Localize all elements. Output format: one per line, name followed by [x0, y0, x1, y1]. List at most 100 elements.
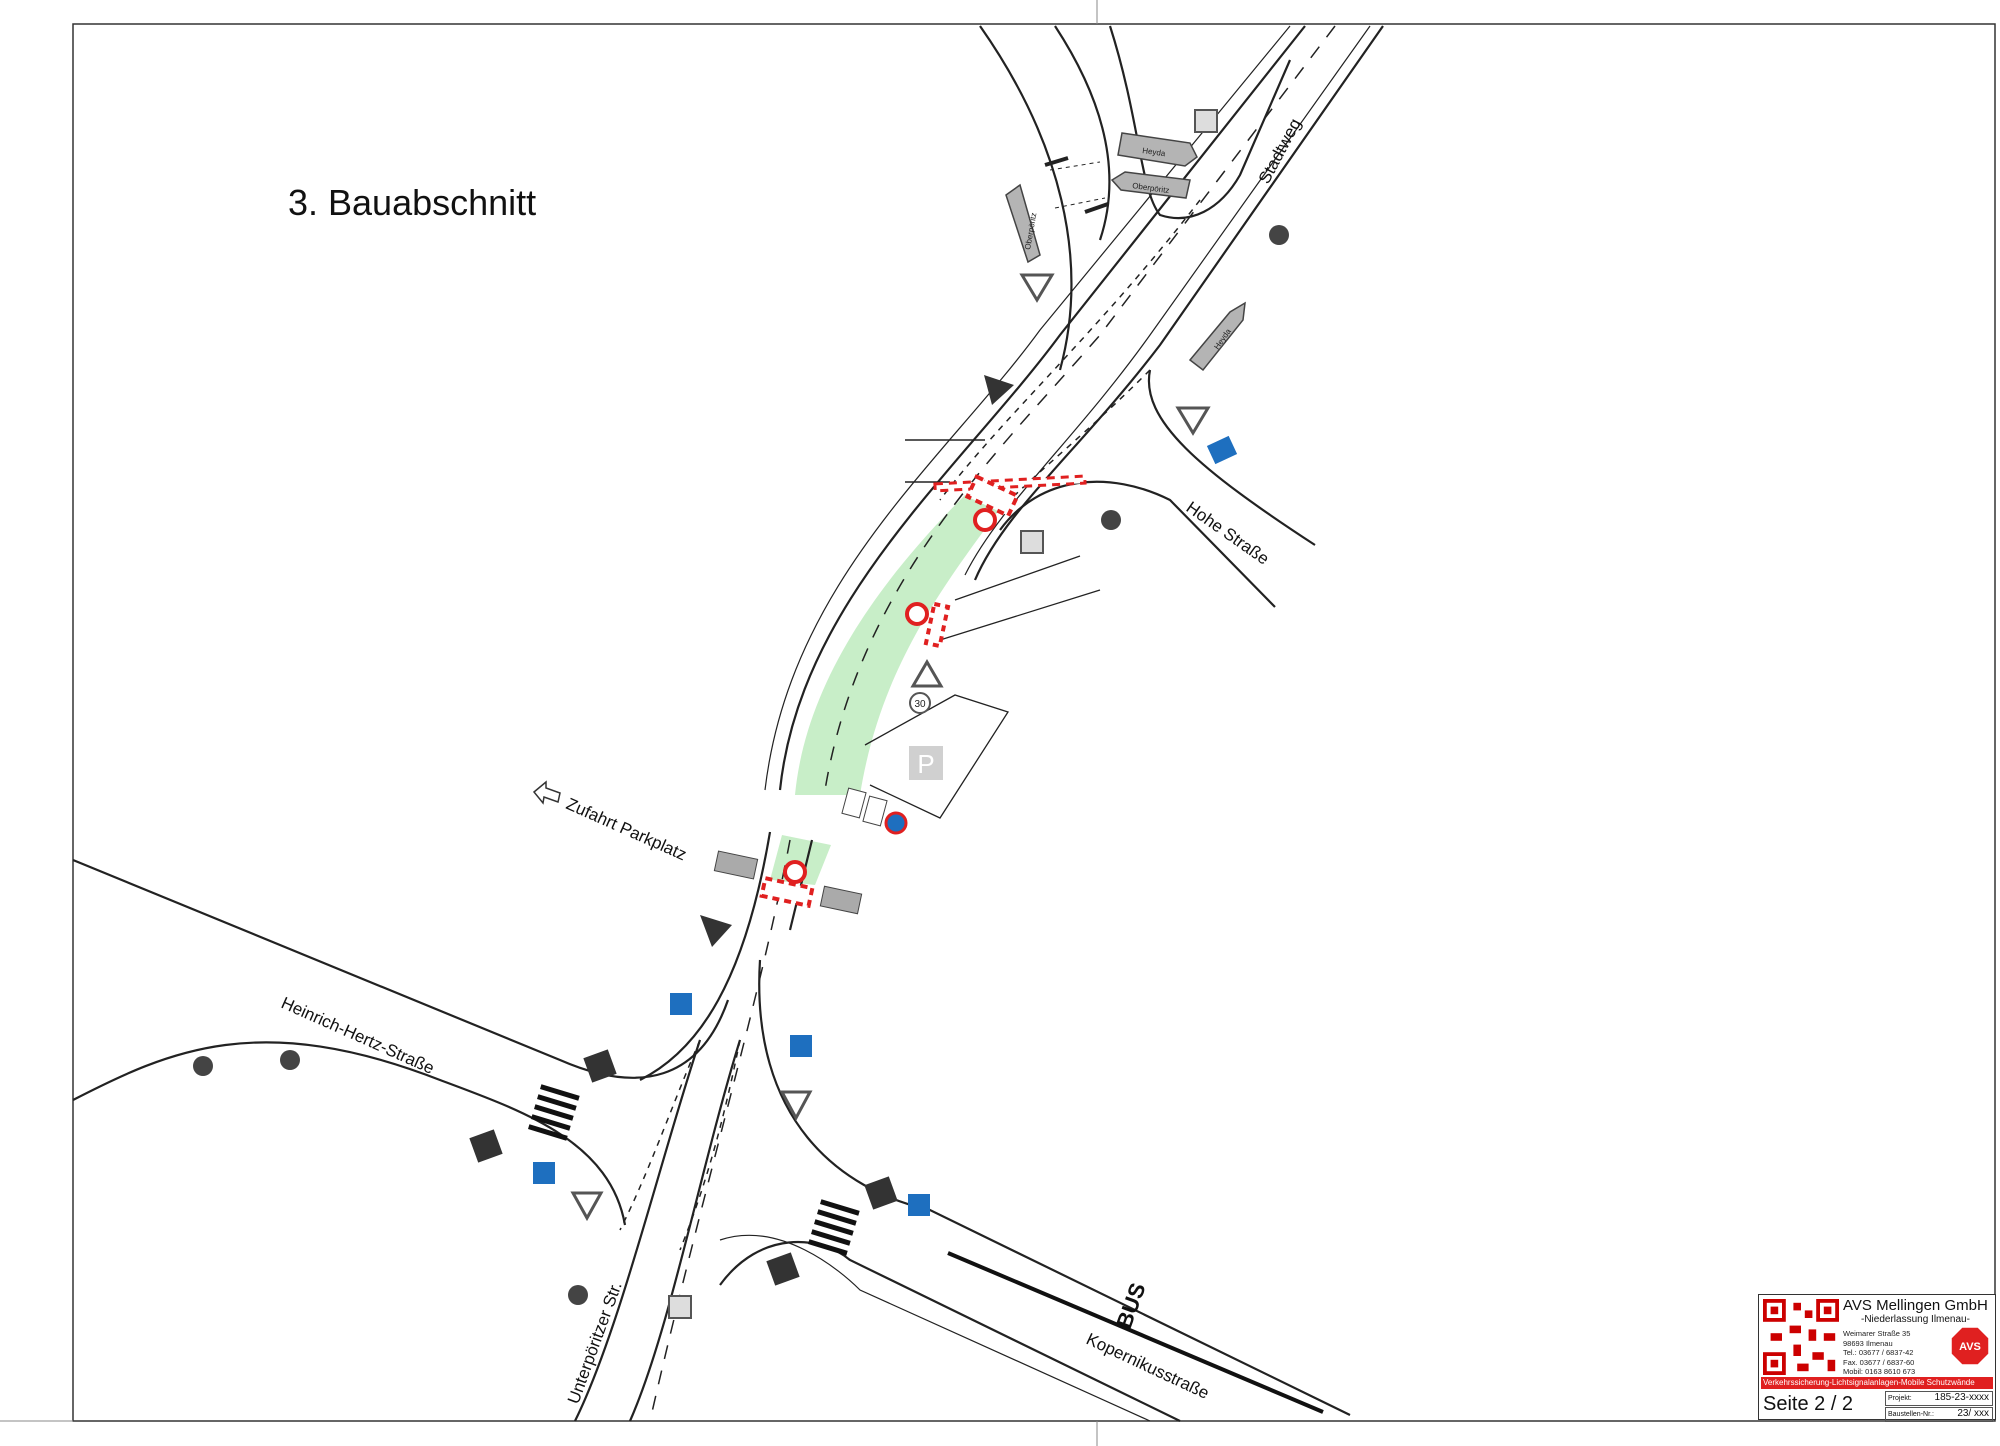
bus-marking: BUS [1111, 1280, 1150, 1332]
no-parking-sign [884, 811, 908, 835]
pedestrian-warning-2 [700, 915, 732, 947]
lamp-2 [1020, 530, 1044, 554]
dead-end-sign-3 [790, 1035, 812, 1057]
road-closed-sign-2 [905, 602, 929, 626]
zz-sign-2 [862, 795, 888, 827]
project-label: Projekt: [1888, 1395, 1912, 1402]
speed-limit-sign [909, 692, 931, 714]
north-branch-outer [979, 25, 1073, 371]
street-label-heinrich-hertz: Heinrich-Hertz-Straße [278, 993, 437, 1078]
pedestrian-sign-2 [469, 1129, 503, 1163]
site-value: 23/ xxx [1957, 1408, 1989, 1419]
yield-sign-4 [570, 1191, 604, 1222]
pedestrian-sign-1 [583, 1049, 617, 1083]
closure-signs [783, 508, 997, 884]
address-line: Weimarer Straße 35 [1843, 1329, 1911, 1338]
company-branch: -Niederlassung Ilmenau- [1861, 1314, 1970, 1325]
parking-sign-box [909, 746, 943, 780]
bus-lane-line [947, 1251, 1324, 1414]
bollard-5 [568, 1285, 588, 1305]
north-branch-inner [1054, 25, 1111, 241]
hh-north [72, 858, 730, 1079]
crossing-dash-1 [1049, 161, 1101, 171]
lamp-1 [1194, 109, 1218, 133]
address-line: 98693 Ilmenau [1843, 1338, 1893, 1348]
main-road [574, 25, 1384, 1422]
west-stub [905, 439, 985, 483]
pedestrian-signs [469, 375, 1014, 1286]
main-road-west-lower [639, 831, 772, 1081]
info-sign-west [713, 850, 759, 880]
speed-limit-value: 30 [914, 699, 926, 710]
bollard-3 [193, 1056, 213, 1076]
bollard-1 [1269, 225, 1289, 245]
guide-signs [1005, 132, 1246, 372]
hohe-north [1147, 369, 1316, 546]
dead-end-sign-4 [533, 1162, 555, 1184]
street-label-kopernikus: Kopernikusstraße [1083, 1329, 1212, 1403]
stop-line-1 [1044, 156, 1069, 167]
address-line: Mobil: 0163 8610 673 [1843, 1367, 1916, 1376]
yield-sign-1 [1019, 273, 1055, 303]
turn-lane-line-2 [1009, 369, 1151, 501]
main-road-east-upper [973, 25, 1384, 581]
company-name: AVS Mellingen GmbH [1843, 1297, 1988, 1314]
kopernikus-road [719, 959, 1351, 1422]
kop-south [719, 1240, 1181, 1422]
guide-sign-oberpoeritz-1 [1110, 171, 1191, 199]
center-line-lower [649, 839, 791, 1422]
guide-sign-heyda-1 [1117, 132, 1198, 167]
north-island [1108, 25, 1292, 220]
bollard-4 [280, 1050, 300, 1070]
project-fields: Projekt: 185-23-xxxx Baustellen-Nr.: 23/… [1885, 1391, 1993, 1423]
services-band: Verkehrssicherung-Lichtsignalanlagen-Mob… [1761, 1377, 1993, 1389]
crossing-dash-2 [1054, 197, 1106, 209]
project-value: 185-23-xxxx [1934, 1392, 1989, 1403]
north-branch [979, 25, 1292, 371]
guide-sign-heyda-1-text: Heyda [1142, 146, 1167, 158]
address-line: Fax. 03677 / 6837-60 [1843, 1357, 1915, 1367]
drawing-frame [72, 23, 1996, 1422]
yield-signs [570, 273, 1211, 1222]
main-road-median-east [964, 25, 1371, 576]
main-road-bottom-east [628, 1039, 742, 1422]
zebra-crossing-east [807, 1199, 860, 1256]
guide-sign-oberpoeritz-2 [1005, 183, 1041, 264]
hh-south [72, 1041, 627, 1226]
access-arrow-icon [532, 780, 561, 805]
heinrich-hertz-road [72, 858, 730, 1226]
guide-sign-heyda-2 [1188, 301, 1246, 372]
main-road-bottom-west [574, 1039, 702, 1422]
main-road-median-west [764, 25, 1291, 791]
lamp-3 [668, 1295, 692, 1319]
address-line: Tel.: 03677 / 6837-42 [1843, 1348, 1914, 1357]
site-label: Baustellen-Nr.: [1888, 1411, 1934, 1418]
bollard-2 [1101, 510, 1121, 530]
qr-code-icon [1763, 1299, 1839, 1375]
warning-sign-parking [910, 659, 944, 688]
center-line-upper [824, 25, 1336, 791]
barriers [759, 474, 1087, 909]
turn-lane-line [939, 199, 1201, 501]
title-block: AVS Mellingen GmbH -Niederlassung Ilmena… [1758, 1294, 1996, 1423]
yield-sign-2 [1175, 406, 1211, 436]
pedestrian-warning-1 [984, 375, 1014, 405]
site-row: Baustellen-Nr.: 23/ xxx [1885, 1407, 1993, 1422]
pedestrian-sign-4 [766, 1252, 800, 1286]
barrier-top [933, 474, 1087, 493]
logo-text: AVS [1959, 1341, 1981, 1353]
kop-north [758, 959, 1351, 1416]
access-parking-label: Zufahrt Parkplatz [563, 794, 689, 864]
dead-end-signs [533, 435, 1238, 1216]
dead-end-sign-5 [908, 1194, 930, 1216]
road-closed-sign-1 [973, 508, 997, 532]
page-number: Seite 2 / 2 [1763, 1393, 1854, 1415]
avs-logo-icon: AVS [1950, 1326, 1990, 1366]
zz-sign [841, 787, 867, 819]
parking-lane-1 [954, 555, 1081, 601]
main-road-west-upper [778, 25, 1306, 791]
bollards [193, 225, 1289, 1305]
lamp-markers [668, 109, 1218, 1319]
stop-line-2 [1084, 202, 1109, 214]
barrier-top-block [964, 474, 1021, 519]
